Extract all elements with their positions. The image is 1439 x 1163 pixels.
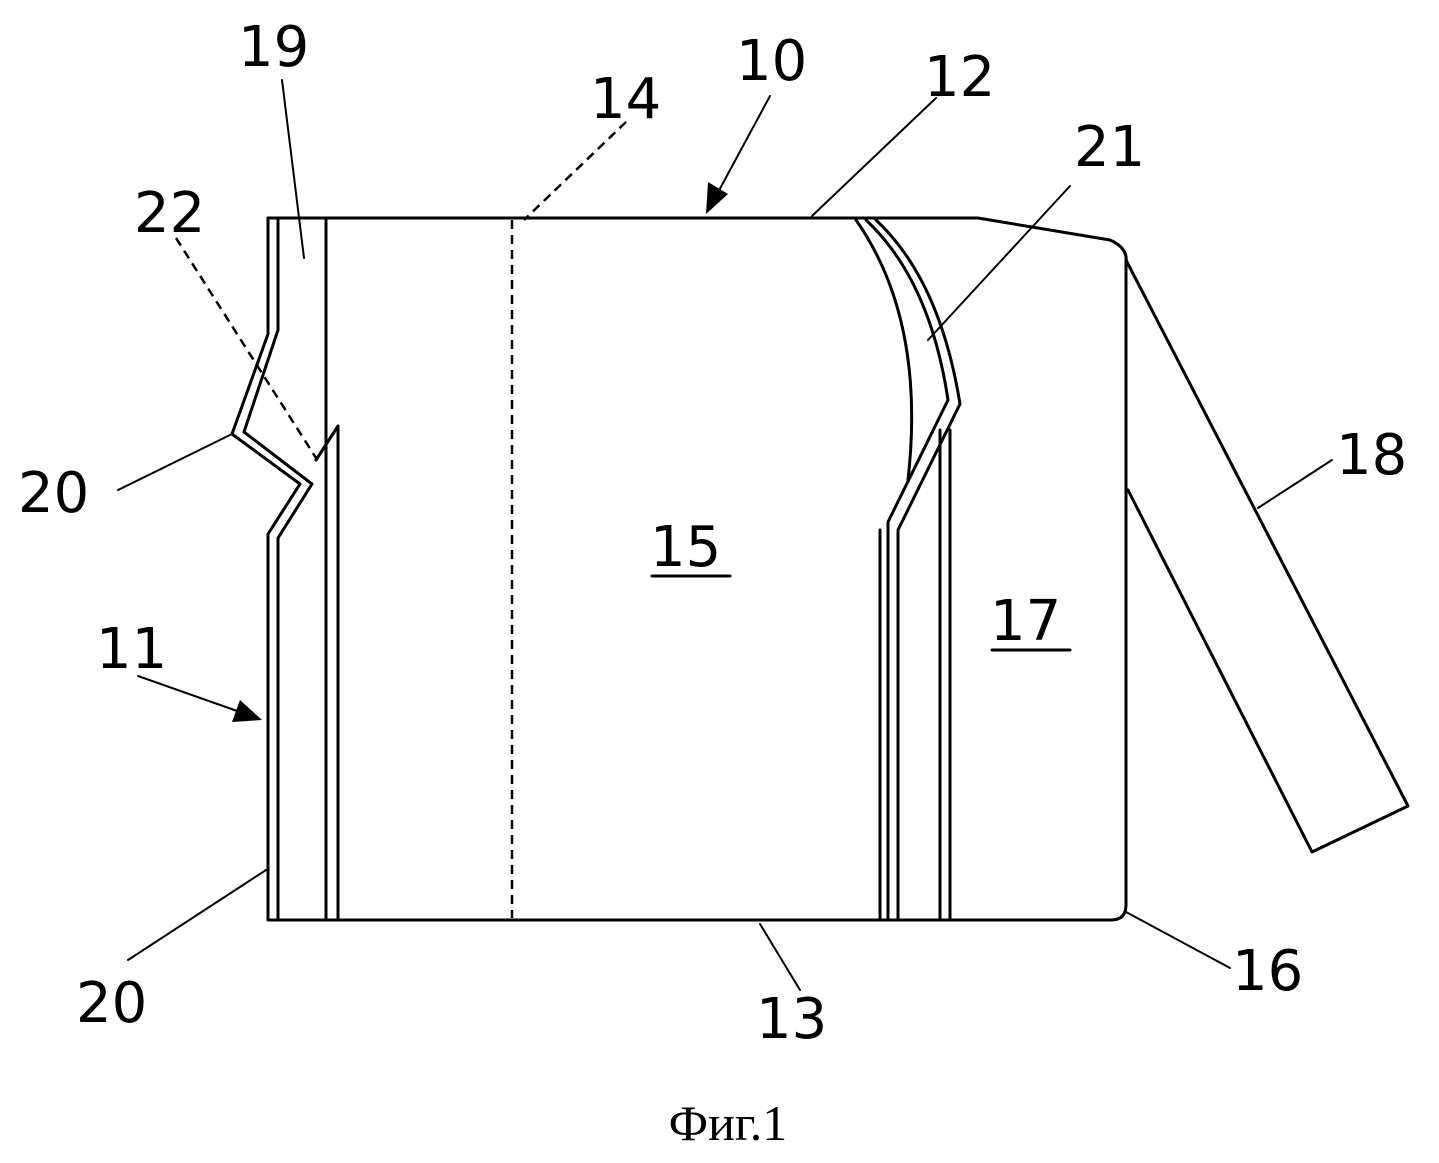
leader-12	[812, 98, 936, 216]
label-22: 22	[134, 181, 205, 246]
label-13: 13	[756, 987, 827, 1052]
curve-21-inner	[876, 220, 960, 404]
strap-18	[1126, 260, 1408, 852]
curve-21-outer	[856, 220, 912, 480]
arrow-10-head	[706, 182, 728, 214]
top-edge	[268, 218, 1126, 262]
label-11: 11	[96, 617, 167, 682]
arrow-11-head	[232, 700, 262, 722]
leader-20-lower	[128, 870, 266, 960]
leader-10	[716, 96, 770, 196]
leader-20-upper	[118, 434, 232, 490]
leader-18	[1258, 460, 1332, 508]
element-21	[856, 220, 960, 918]
label-14: 14	[590, 67, 661, 132]
label-19: 19	[238, 15, 309, 80]
label-10: 10	[736, 29, 807, 94]
figure-caption: Фиг.1	[669, 1095, 788, 1151]
left-outer-edge	[232, 218, 300, 920]
leader-19	[282, 80, 304, 258]
strip-19	[316, 220, 338, 918]
leader-14	[524, 122, 626, 220]
left-inner-edge	[244, 220, 312, 918]
label-21: 21	[1074, 115, 1145, 180]
right-edge	[1111, 262, 1126, 920]
leader-21	[928, 186, 1070, 340]
label-15: 15	[650, 515, 721, 580]
label-17: 17	[990, 589, 1061, 654]
label-20-lower: 20	[76, 971, 147, 1036]
label-16: 16	[1232, 939, 1303, 1004]
leader-16	[1126, 912, 1230, 968]
label-20-upper: 20	[18, 461, 89, 526]
leader-13	[760, 924, 800, 990]
label-18: 18	[1336, 423, 1407, 488]
label-12: 12	[924, 45, 995, 110]
